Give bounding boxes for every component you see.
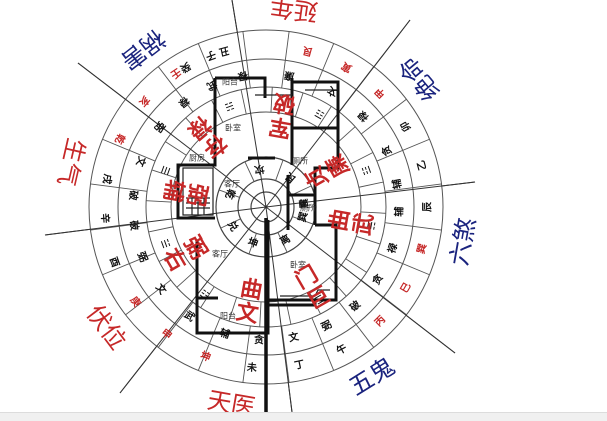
mountain-cell: 酉: [107, 255, 122, 269]
star-cell: 廉: [283, 69, 295, 84]
star-label: 曲: [326, 207, 354, 233]
star-label: 武: [350, 211, 378, 237]
room-label: 卧室: [225, 123, 241, 133]
floor-plan: [176, 76, 340, 420]
star-cell: 武: [205, 78, 219, 94]
star-cell: 禄: [384, 240, 400, 255]
palace-cell: 乾: [222, 187, 238, 201]
star-label: 破: [271, 88, 297, 117]
room-label: 卧室: [290, 260, 306, 270]
qian-trigram-icon: ☰: [158, 164, 171, 176]
dui-trigram-icon: ☱: [158, 238, 171, 250]
star-cell: 弼: [319, 318, 333, 333]
direction-label: 生气: [52, 135, 90, 188]
room-label: 厕所: [292, 156, 308, 166]
direction-label: 延年: [268, 0, 319, 26]
star-label: 弼: [182, 182, 210, 208]
room-label: 客厅: [212, 249, 228, 259]
palace-cell: 震: [298, 197, 311, 209]
sector-divider-lines-overlay: [44, 0, 476, 413]
middle-star-ring: 禄廉文禄贪辅辅禄贪破弼文贪辅武文弼破破文弼禄武: [127, 69, 406, 347]
mountain-cell: 子: [204, 48, 218, 63]
mountain-cell: 乙: [415, 159, 429, 172]
mountain-cell: 丑: [218, 44, 231, 58]
palace-cell: 坤: [246, 235, 260, 251]
mountain-cell: 艮: [300, 44, 314, 58]
mountain-cell: 未: [245, 360, 257, 374]
direction-label: 六煞: [445, 216, 481, 268]
star-cell: 文: [287, 329, 300, 344]
mountain-cell: 辰: [422, 202, 434, 212]
star-cell: 禄: [236, 69, 250, 84]
star-cell: 辅: [390, 178, 405, 190]
star-label: 辅: [158, 178, 187, 204]
mountain-cell: 坤: [199, 348, 213, 364]
star-label: 军: [267, 112, 293, 140]
star-label: 曲: [238, 276, 264, 304]
mountain-cell: 乾: [112, 132, 128, 147]
room-label: 阳台: [220, 311, 236, 321]
star-cell: 贪: [253, 333, 266, 347]
palace-cell: 巽: [296, 211, 310, 224]
mountain-cell: 丁: [293, 358, 305, 372]
mountain-cell: 辛: [99, 213, 113, 224]
star-cell: 破: [127, 220, 141, 232]
xun-trigram-icon: ☴: [366, 220, 378, 231]
room-label: 厕所: [300, 203, 316, 213]
room-label: 客厅: [224, 179, 240, 189]
star-cell: 弼: [135, 250, 150, 264]
room-label: 阳台: [222, 77, 238, 87]
palace-cell: 坎: [252, 162, 265, 177]
kan-trigram-icon: ☵: [223, 99, 235, 112]
bottom-bar: [0, 412, 607, 421]
star-cell: 破: [127, 190, 141, 201]
star-cell: 辅: [392, 206, 405, 216]
room-label: 厨房: [189, 153, 205, 163]
mountain-cell: 巽: [415, 242, 429, 255]
mountain-cell: 戌: [100, 173, 115, 185]
zhen-trigram-icon: ☳: [361, 164, 374, 176]
star-cell: 辅: [218, 326, 232, 341]
